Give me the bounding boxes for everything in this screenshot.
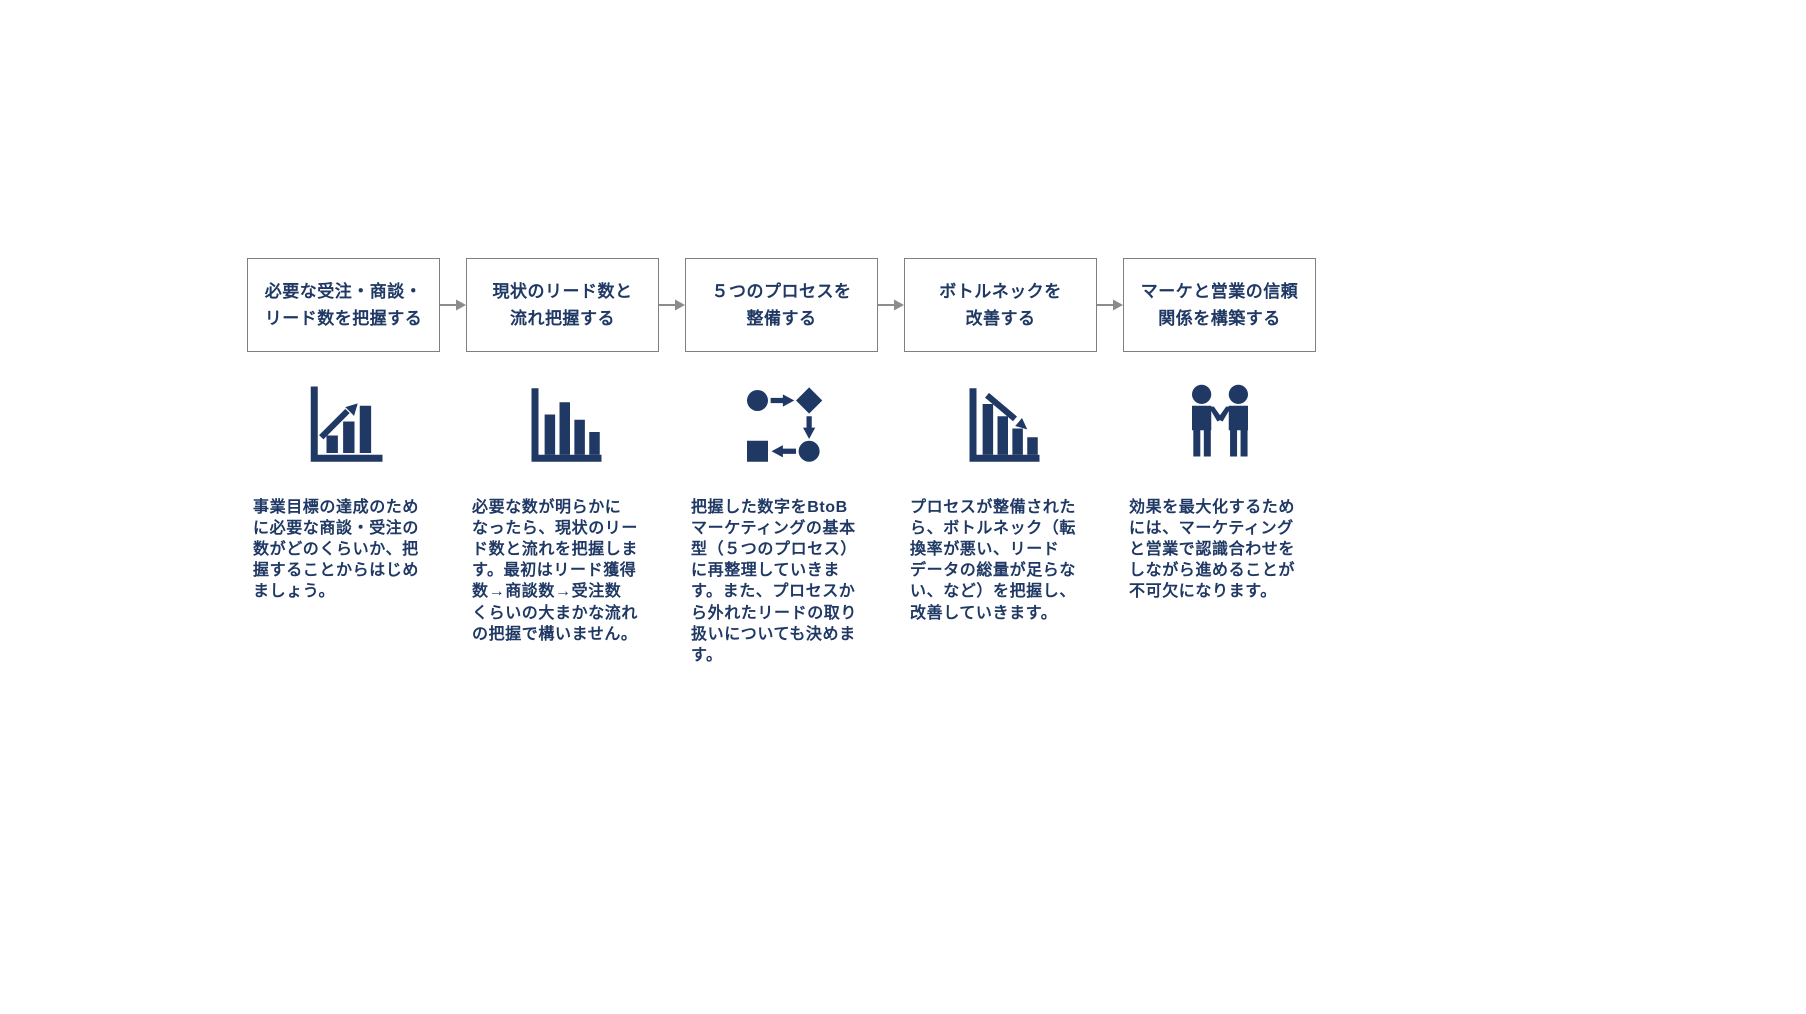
bar-chart-declining-arrow-icon <box>969 387 1039 462</box>
people-partnership-icon <box>1191 384 1248 456</box>
step-title-5: マーケと営業の信頼 関係を構築する <box>1140 281 1299 328</box>
arrow-right-icon <box>1097 298 1123 312</box>
bar-chart-rising-arrow-icon <box>310 386 382 462</box>
process-flow-diagram: 必要な受注・商談・ リード数を把握する 現状のリード数と 流れ把握する ５つのプ… <box>247 258 1316 666</box>
step-box-4: ボトルネックを 改善する <box>904 258 1097 352</box>
step-box-2: 現状のリード数と 流れ把握する <box>466 258 659 352</box>
step-description-4: プロセスが整備された ら、ボトルネック（転 換率が悪い、リード データの総量が足… <box>910 499 1077 622</box>
step-icon-cell-5 <box>1123 352 1316 497</box>
step-icon-cell-1 <box>247 352 440 497</box>
step-description-1: 事業目標の達成のため に必要な商談・受注の 数がどのくらいか、把 握することから… <box>253 499 420 601</box>
arrow-right-icon <box>659 298 685 312</box>
step-box-1: 必要な受注・商談・ リード数を把握する <box>247 258 440 352</box>
flowchart-process-icon <box>746 386 822 462</box>
step-icon-cell-2 <box>466 352 659 497</box>
bar-chart-icon <box>531 387 601 462</box>
step-description-2: 必要な数が明らかに なったら、現状のリー ド数と流れを把握しま す。最初はリード… <box>472 499 639 643</box>
step-title-2: 現状のリード数と 流れ把握する <box>492 281 633 328</box>
step-icon-cell-3 <box>685 352 878 497</box>
step-description-3: 把握した数字をBtoB マーケティングの基本 型（５つのプロセス） に再整理して… <box>691 499 858 664</box>
step-box-5: マーケと営業の信頼 関係を構築する <box>1123 258 1316 352</box>
arrow-right-icon <box>878 298 904 312</box>
step-title-3: ５つのプロセスを 整備する <box>711 281 852 328</box>
step-box-3: ５つのプロセスを 整備する <box>685 258 878 352</box>
step-icon-cell-4 <box>904 352 1097 497</box>
step-description-5: 効果を最大化するため には、マーケティング と営業で認識合わせを しながら進める… <box>1129 499 1296 601</box>
step-title-1: 必要な受注・商談・ リード数を把握する <box>264 281 423 328</box>
step-title-4: ボトルネックを 改善する <box>939 281 1062 328</box>
arrow-right-icon <box>440 298 466 312</box>
